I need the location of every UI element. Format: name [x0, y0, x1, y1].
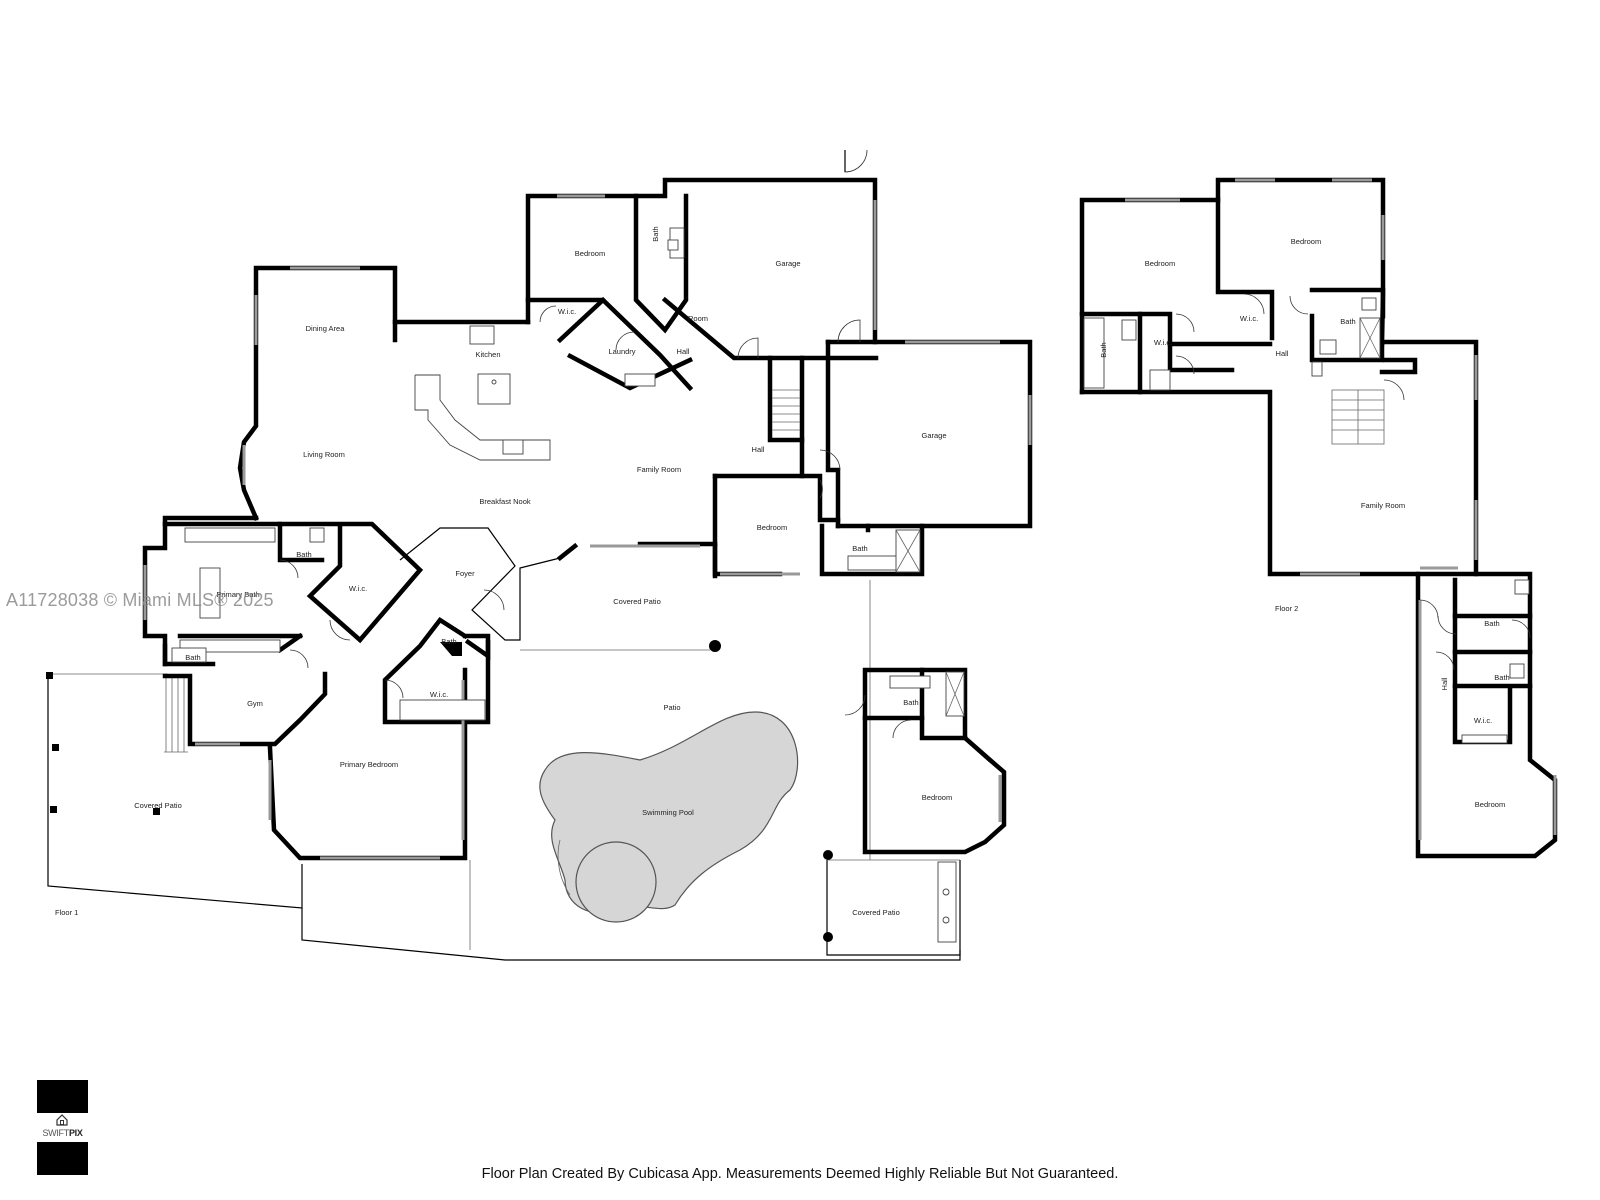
label-gym: Gym: [247, 699, 263, 708]
label-bath-guest: Bath: [903, 698, 918, 707]
label-bath-center: Bath: [852, 544, 867, 553]
label-floor-1: Floor 1: [55, 908, 78, 917]
label-f2-wic-east: W.i.c.: [1474, 716, 1492, 725]
house-icon: [56, 1114, 68, 1126]
label-bedroom-guest: Bedroom: [922, 793, 952, 802]
floor2-windows: [1125, 178, 1557, 840]
swiftpix-logo: SWIFTPIX: [37, 1080, 88, 1175]
label-living-room: Living Room: [303, 450, 345, 459]
label-room: Room: [688, 314, 708, 323]
floor2-room-labels: Bedroom Bedroom Bath W.i.c. W.i.c. Bath …: [1099, 237, 1510, 809]
floor1-doors: [279, 149, 912, 739]
label-family-room: Family Room: [637, 465, 681, 474]
mls-watermark: A11728038 © Miami MLS® 2025: [6, 590, 274, 610]
logo-bottom-block: [37, 1142, 88, 1175]
label-wic-north: W.i.c.: [558, 307, 576, 316]
label-breakfast-nook: Breakfast Nook: [479, 497, 531, 506]
label-covered-patio-east: Covered Patio: [852, 908, 900, 917]
label-floor-2: Floor 2: [1275, 604, 1298, 613]
label-f2-bedroom-se: Bedroom: [1475, 800, 1505, 809]
label-f2-bath-east2: Bath: [1494, 673, 1509, 682]
logo-wordmark: SWIFTPIX: [42, 1128, 83, 1138]
label-garage-east: Garage: [921, 431, 946, 440]
floor2-fixtures: [1083, 293, 1531, 744]
label-f2-bedroom-nw: Bedroom: [1145, 259, 1175, 268]
footer-disclaimer: Floor Plan Created By Cubicasa App. Meas…: [481, 1166, 1119, 1182]
label-f2-hall-east: Hall: [1440, 677, 1449, 690]
label-f2-bath-east: Bath: [1484, 619, 1499, 628]
label-hall-center: Hall: [752, 445, 765, 454]
label-f2-family-room: Family Room: [1361, 501, 1405, 510]
label-f2-bedroom-ne: Bedroom: [1291, 237, 1321, 246]
label-foyer: Foyer: [455, 569, 475, 578]
label-bath-north: Bath: [651, 226, 660, 241]
label-bath-gym: Bath: [185, 653, 200, 662]
label-patio: Patio: [663, 703, 680, 712]
label-bedroom-center: Bedroom: [757, 523, 787, 532]
label-bedroom-north: Bedroom: [575, 249, 605, 258]
label-swimming-pool: Swimming Pool: [642, 808, 694, 817]
floor1-room-labels: Dining Area Kitchen Living Room Breakfas…: [55, 226, 952, 917]
floor1-windows: [143, 194, 1032, 860]
logo-top-block: [37, 1080, 88, 1113]
label-wic-foyer: W.i.c.: [430, 690, 448, 699]
label-wic-primary: W.i.c.: [349, 584, 367, 593]
label-primary-bedroom: Primary Bedroom: [340, 760, 398, 769]
floor2-walls: [1079, 177, 1558, 859]
label-f2-hall-upper: Hall: [1276, 349, 1289, 358]
label-f2-bath-upper: Bath: [1340, 317, 1355, 326]
label-kitchen: Kitchen: [475, 350, 500, 359]
label-dining-area: Dining Area: [306, 324, 346, 333]
floor1-walls: [142, 177, 1033, 861]
label-f2-wic-west: W.i.c.: [1154, 338, 1172, 347]
label-hall-north: Hall: [677, 347, 690, 356]
label-f2-bath-west: Bath: [1099, 342, 1108, 357]
label-primary-bath: Primary Bath: [216, 590, 259, 599]
floor1-fixtures: [171, 227, 965, 721]
label-bath-primary-wc: Bath: [296, 550, 311, 559]
label-bath-foyer: Bath: [441, 637, 456, 646]
label-covered-patio-center: Covered Patio: [613, 597, 661, 606]
label-f2-wic-center: W.i.c.: [1240, 314, 1258, 323]
label-garage-north: Garage: [775, 259, 800, 268]
floor1-outdoor-areas: [46, 580, 961, 961]
label-laundry: Laundry: [608, 347, 635, 356]
label-covered-patio-west: Covered Patio: [134, 801, 182, 810]
